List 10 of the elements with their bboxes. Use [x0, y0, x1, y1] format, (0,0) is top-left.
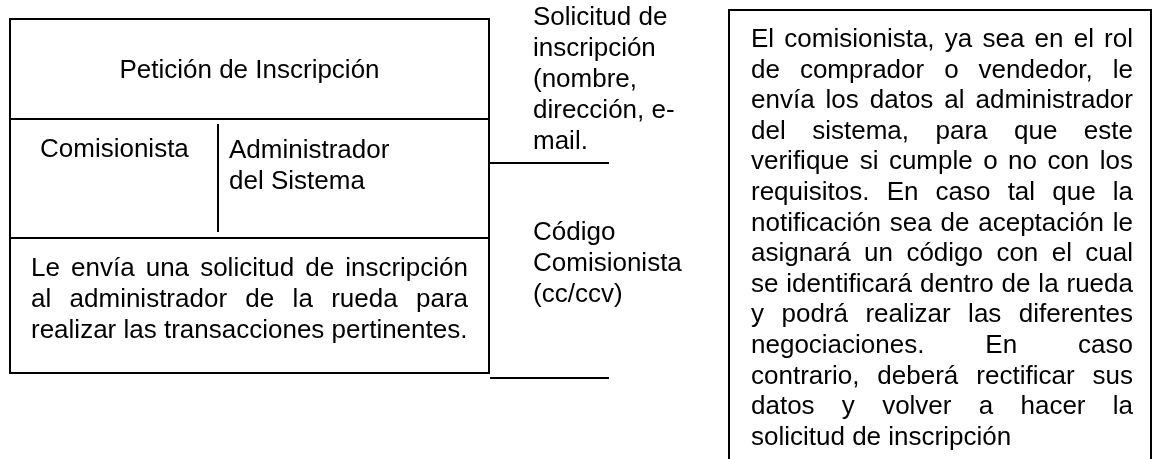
role-label: Administrador del Sistema: [228, 133, 391, 196]
flow-label: Código Comisionista (cc/ccv): [533, 216, 683, 309]
class-card: [9, 18, 490, 374]
connector-line: [489, 162, 610, 164]
card-title: Petición de Inscripción: [11, 20, 488, 120]
note-text: El comisionista, ya sea en el rol de comprador o vendedor, le envía los datos al administrador del sistema, para que este verifique si cumple o no con los requisitos. En caso tal que la notificación sea de aceptación le asignará un código con el cual se identificará dentro de la rueda y podrá realizar las diferentes negociaciones. En caso contrario, deberá rectificar sus datos y volver a hacer la solicitud de inscripción: [750, 22, 1133, 452]
flow-label: Solicitud de inscripción (nombre, dirección, e-mail.: [533, 1, 676, 156]
role-label: Comisionista: [39, 132, 190, 164]
description-text: Le envía una solicitud de inscripción al administrador de la rueda para realizar las transacciones pertinentes.: [30, 251, 469, 345]
connector-line: [489, 377, 610, 379]
